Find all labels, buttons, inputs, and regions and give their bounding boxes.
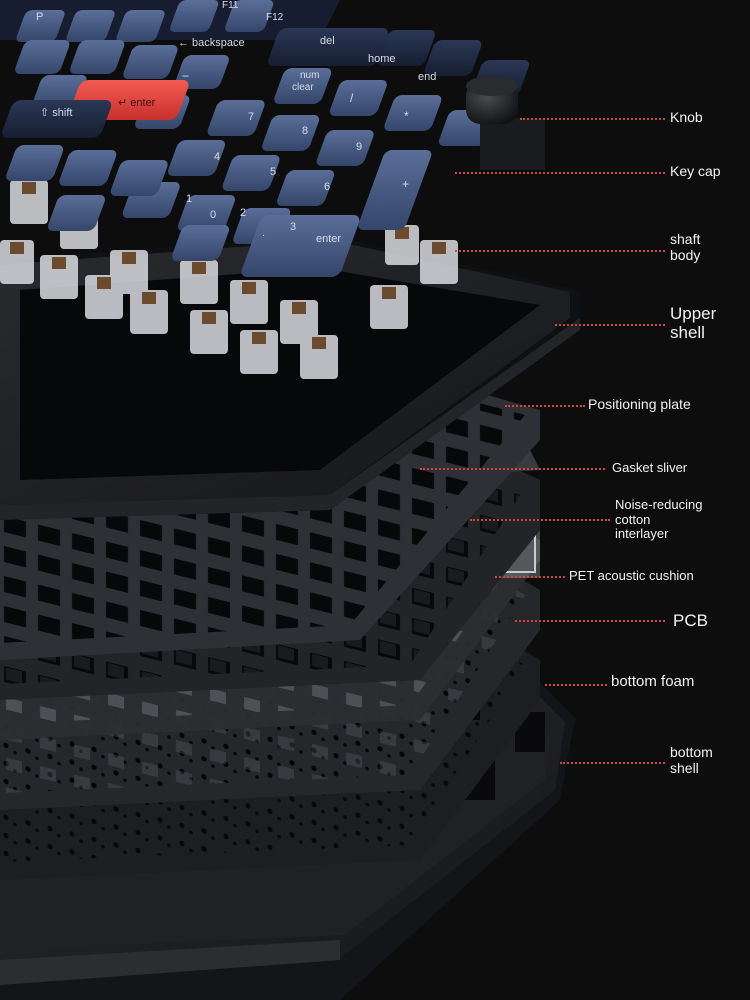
key-num-label: num: [300, 70, 319, 81]
key-star-label: *: [404, 109, 409, 123]
key-minus-label: −: [182, 69, 189, 83]
leader-knob: [520, 118, 665, 120]
key-7-label: 7: [248, 111, 254, 123]
label-noise-cotton: Noise-reducing cotton interlayer: [615, 497, 703, 542]
leader-key-cap: [455, 172, 665, 174]
key-6-label: 6: [324, 181, 330, 193]
knob: [466, 76, 545, 170]
key-1-label: 1: [186, 193, 192, 205]
label-bottom-foam: bottom foam: [611, 673, 695, 690]
key-f12-label: F12: [266, 12, 284, 23]
key-slash-label: /: [350, 91, 354, 105]
label-pcb: PCB: [673, 611, 708, 630]
key-5-label: 5: [270, 166, 276, 178]
label-upper-shell: Upper shell: [670, 304, 717, 343]
leader-gasket-sliver: [420, 468, 605, 470]
key-enter-label: ↵ enter: [118, 97, 156, 109]
key-home-label: home: [368, 53, 396, 65]
label-gasket-sliver: Gasket sliver: [612, 460, 688, 475]
key-end-label: end: [418, 71, 436, 83]
leader-positioning-plate: [505, 405, 585, 407]
key-8-label: 8: [302, 125, 308, 137]
key-numpad-enter-label: enter: [316, 233, 341, 245]
leader-bottom-shell: [560, 762, 665, 764]
key-clear-label: clear: [292, 82, 314, 93]
key-4-label: 4: [214, 151, 220, 163]
leader-bottom-foam: [545, 684, 607, 686]
keycaps: F11 F12 ← backspace del home end num cle…: [0, 0, 530, 277]
label-key-cap: Key cap: [670, 163, 721, 179]
key-del-label: del: [320, 35, 335, 47]
key-9-label: 9: [356, 141, 362, 153]
leader-noise-cotton: [470, 519, 610, 521]
key-numpad-plus-label: +: [402, 177, 409, 191]
label-positioning-plate: Positioning plate: [588, 396, 691, 412]
leader-pet-cushion: [495, 576, 565, 578]
label-bottom-shell: bottom shell: [670, 744, 713, 776]
key-3-label: 3: [290, 221, 296, 233]
leader-pcb: [515, 620, 665, 622]
leader-upper-shell: [555, 324, 665, 326]
leader-shaft-body: [455, 250, 665, 252]
key-backspace-label: ← backspace: [178, 37, 245, 49]
key-f11-label: F11: [222, 0, 239, 11]
label-knob: Knob: [670, 109, 703, 125]
label-shaft-body: shaft body: [670, 231, 701, 263]
label-pet-cushion: PET acoustic cushion: [569, 568, 694, 583]
key-0-label: 0: [210, 209, 216, 221]
key-shift-label: ⇧ shift: [40, 107, 72, 119]
key-p-label: P: [36, 11, 43, 23]
key-dot-label: .: [262, 227, 265, 239]
key-2-label: 2: [240, 207, 246, 219]
switches: [0, 180, 458, 379]
